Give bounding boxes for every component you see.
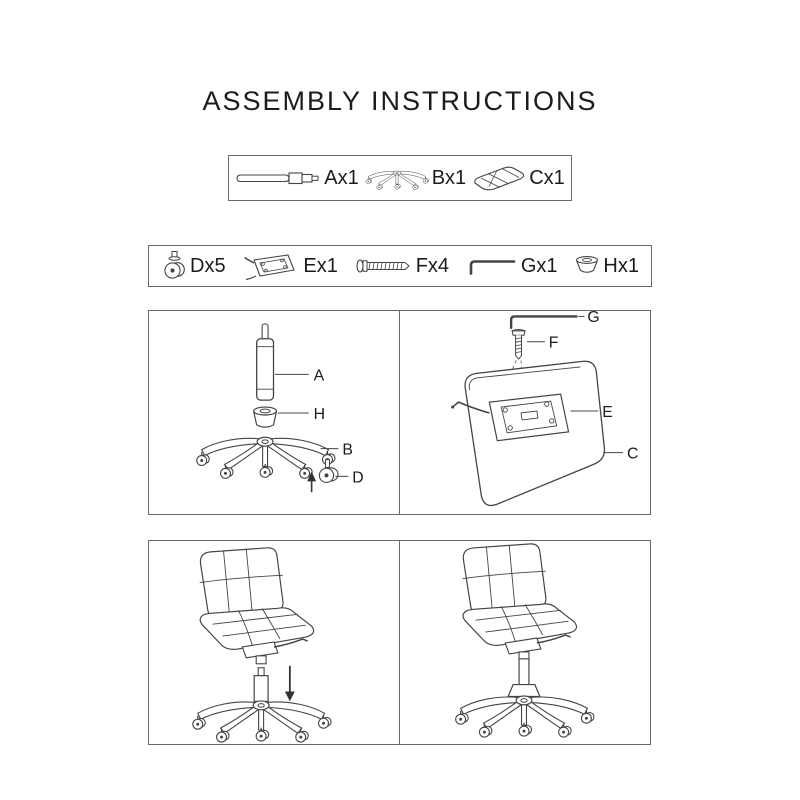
part-g-label: Gx1 — [520, 254, 558, 277]
screw-icon — [356, 259, 410, 273]
main-parts-box: Ax1 Bx1 Cx1 — [228, 155, 572, 201]
seat-underside-diagram: G F — [451, 311, 638, 507]
gas-lift-icon — [236, 172, 319, 185]
panel-row-2 — [148, 540, 651, 745]
assembled-chair-diagram — [400, 543, 650, 744]
callout-label-g: G — [587, 311, 599, 326]
part-c-label: Cx1 — [529, 166, 565, 189]
part-d-label: Dx5 — [190, 254, 226, 277]
instruction-panels: A H B D — [148, 310, 651, 745]
part-h-label: Hx1 — [603, 254, 639, 277]
callout-label-e: E — [602, 404, 613, 421]
part-e-label: Ex1 — [303, 254, 338, 277]
mechanism-icon — [244, 254, 296, 281]
part-d: Dx5 — [161, 250, 226, 282]
caster-icon — [164, 251, 185, 279]
callout-label-f: F — [549, 335, 559, 352]
seat-to-base-diagram — [149, 547, 399, 744]
callout-label-b: B — [342, 442, 353, 459]
callout-label-h: H — [314, 406, 325, 423]
part-f-label: Fx4 — [415, 254, 450, 277]
part-h: Hx1 — [574, 255, 639, 278]
part-b: Bx1 — [365, 164, 466, 192]
part-f: Fx4 — [355, 255, 449, 278]
callout-label-a: A — [314, 367, 325, 384]
part-c: Cx1 — [472, 163, 565, 193]
callout-label-d: D — [352, 469, 363, 486]
panel-base-assembly: A H B D — [148, 310, 400, 515]
allen-key-icon — [469, 260, 516, 275]
cap-icon — [576, 256, 599, 273]
part-a-label: Ax1 — [324, 166, 359, 189]
part-g: Gx1 — [466, 255, 558, 278]
seat-icon — [474, 166, 525, 191]
part-b-label: Bx1 — [431, 166, 467, 189]
base-assembly-diagram: A H B D — [149, 323, 364, 493]
callout-label-c: C — [627, 446, 638, 463]
panel-seat-underside: G F — [399, 310, 651, 515]
panel-finished-chair — [399, 540, 651, 745]
hardware-parts-box: Dx5 Ex1 Fx4 — [148, 245, 652, 287]
part-e: Ex1 — [242, 251, 338, 281]
star-base-icon — [365, 164, 429, 192]
page-title: ASSEMBLY INSTRUCTIONS — [202, 86, 598, 116]
part-a: Ax1 — [235, 166, 359, 190]
panel-attach-seat — [148, 540, 400, 745]
panel-row-1: A H B D — [148, 310, 651, 515]
